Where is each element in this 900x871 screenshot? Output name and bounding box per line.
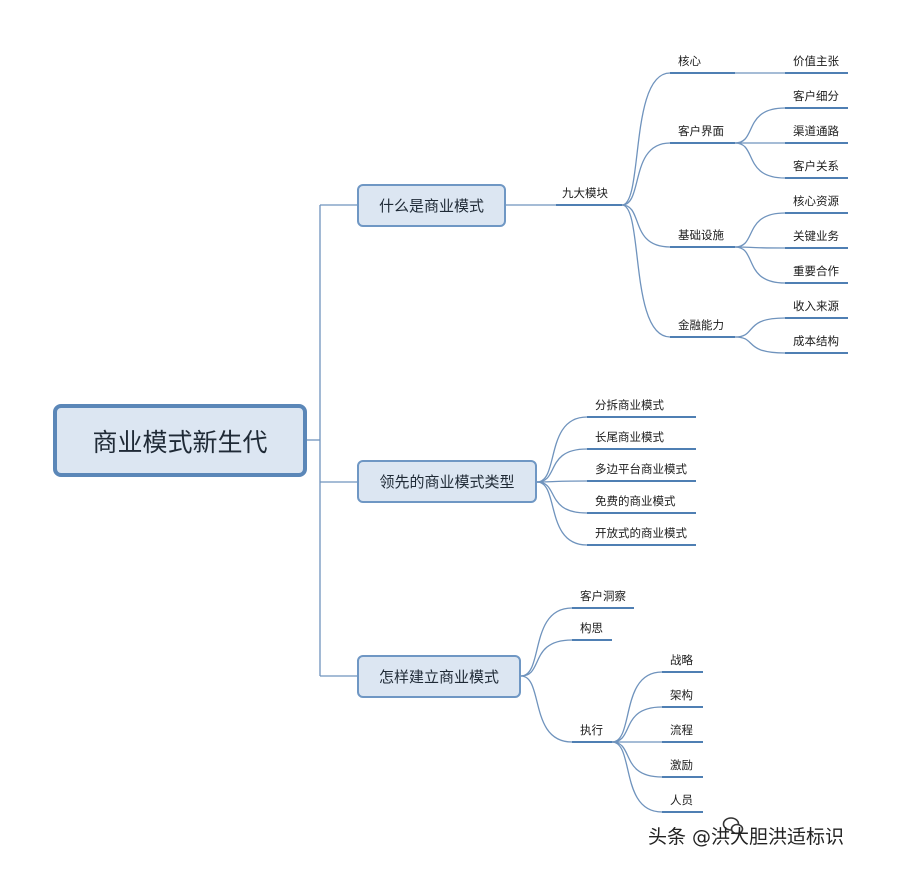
node-key-activities[interactable]: 关键业务 — [793, 229, 839, 243]
connector-line — [611, 671, 663, 743]
node-key-resources[interactable]: 核心资源 — [793, 194, 839, 208]
node-channels[interactable]: 渠道通路 — [793, 124, 839, 138]
connector-line — [520, 639, 573, 677]
node-free-model[interactable]: 免费的商业模式 — [595, 494, 676, 508]
connector-line — [734, 212, 786, 248]
connector-line — [621, 204, 671, 248]
node-long-tail[interactable]: 长尾商业模式 — [595, 430, 664, 444]
connector-line — [536, 480, 588, 483]
node-people[interactable]: 人员 — [670, 793, 693, 807]
node-cost-structure[interactable]: 成本结构 — [793, 334, 839, 348]
connector-line — [734, 142, 786, 179]
connector-line — [536, 481, 588, 546]
node-customer-interface[interactable]: 客户界面 — [678, 124, 724, 138]
node-revenue-streams[interactable]: 收入来源 — [793, 299, 839, 313]
connector-line — [734, 107, 786, 144]
node-multi-sided-platform[interactable]: 多边平台商业模式 — [595, 462, 687, 476]
connector-line — [611, 741, 663, 778]
node-structure[interactable]: 架构 — [670, 688, 693, 702]
node-customer-segments[interactable]: 客户细分 — [793, 89, 839, 103]
connector-line — [734, 336, 786, 354]
node-strategy[interactable]: 战略 — [670, 653, 693, 667]
connector-line — [734, 246, 786, 249]
chat-bubble-icon — [722, 817, 744, 835]
connector-line — [611, 706, 663, 743]
node-financial-capacity[interactable]: 金融能力 — [678, 318, 724, 332]
node-customer-relationships[interactable]: 客户关系 — [793, 159, 839, 173]
connector-line — [536, 448, 588, 483]
node-incentive[interactable]: 激励 — [670, 758, 693, 772]
topic-leading-model-types[interactable]: 领先的商业模式类型 — [357, 460, 537, 503]
node-core[interactable]: 核心 — [678, 54, 701, 68]
node-nine-modules[interactable]: 九大模块 — [562, 186, 608, 200]
node-key-partnerships[interactable]: 重要合作 — [793, 264, 839, 278]
node-customer-insight[interactable]: 客户洞察 — [580, 589, 626, 603]
topic-what-is-business-model[interactable]: 什么是商业模式 — [357, 184, 506, 227]
connector-line — [611, 741, 663, 813]
connector-line — [621, 72, 671, 206]
topic-how-to-build-model[interactable]: 怎样建立商业模式 — [357, 655, 521, 698]
connector-line — [520, 675, 573, 743]
connector-line — [520, 607, 573, 677]
connector-line — [621, 204, 671, 338]
connector-line — [536, 481, 588, 514]
node-process[interactable]: 流程 — [670, 723, 693, 737]
node-infrastructure[interactable]: 基础设施 — [678, 228, 724, 242]
node-value-proposition[interactable]: 价值主张 — [793, 54, 839, 68]
node-ideation[interactable]: 构思 — [580, 621, 603, 635]
connector-line — [734, 317, 786, 338]
root-node[interactable]: 商业模式新生代 — [53, 404, 307, 477]
connector-line — [536, 416, 588, 483]
node-execution[interactable]: 执行 — [580, 723, 603, 737]
node-open-model[interactable]: 开放式的商业模式 — [595, 526, 687, 540]
watermark: 头条 @洪大胆洪适标识 — [648, 826, 845, 848]
node-unbundling[interactable]: 分拆商业模式 — [595, 398, 664, 412]
connector-line — [734, 246, 786, 284]
connector-line — [621, 142, 671, 206]
